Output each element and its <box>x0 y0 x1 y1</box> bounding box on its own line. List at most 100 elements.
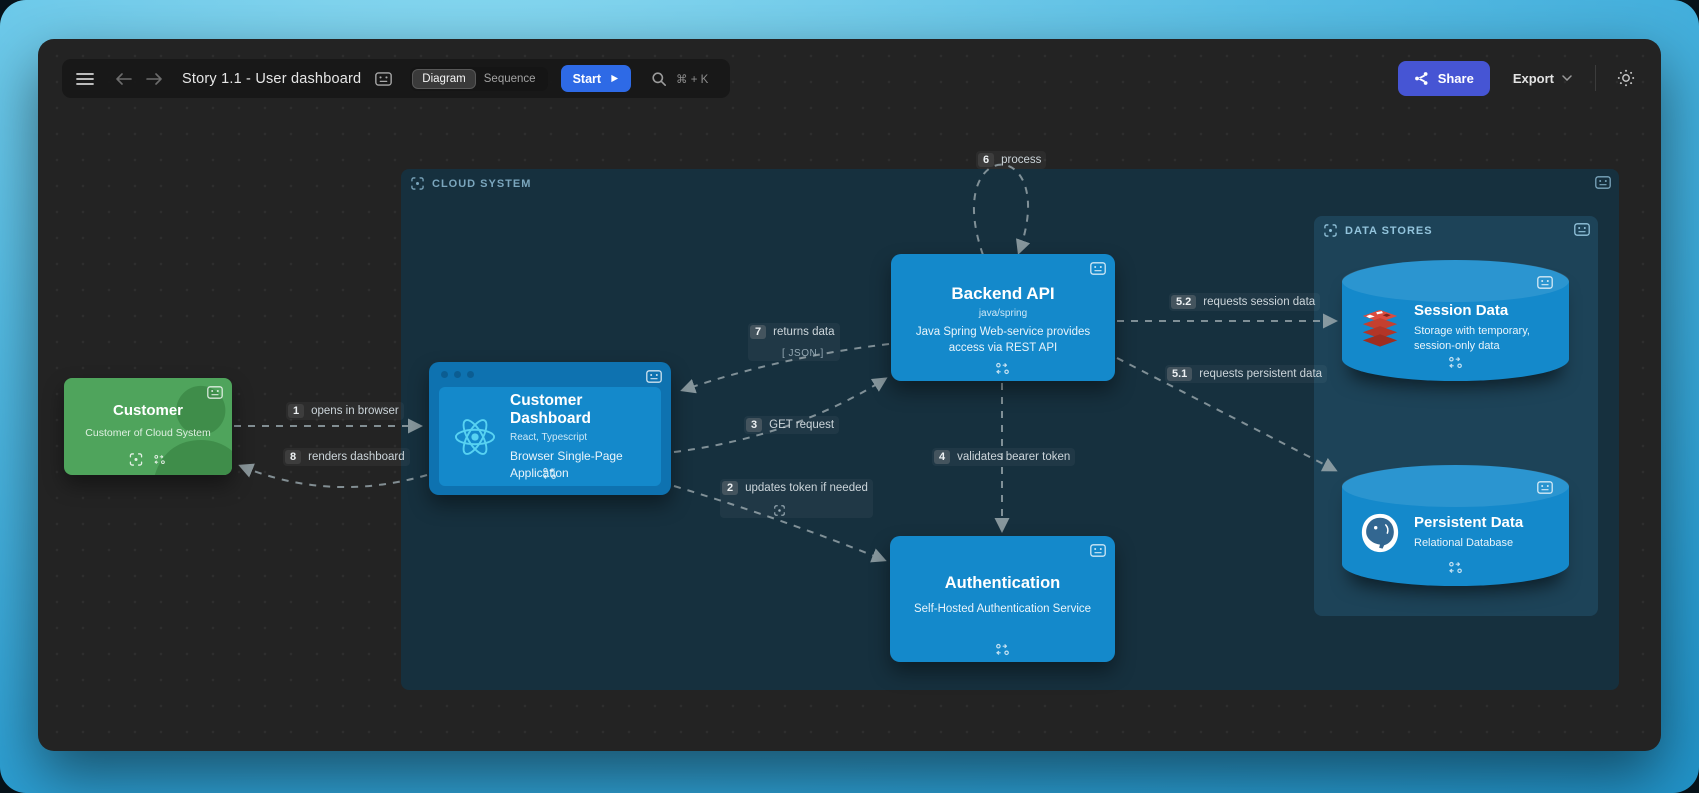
chevron-down-icon <box>1562 75 1572 81</box>
app-window: Story 1.1 - User dashboard Diagram Seque… <box>38 39 1661 751</box>
browser-window-dots <box>441 371 474 378</box>
start-button[interactable]: Start <box>560 65 632 92</box>
node-session-data[interactable]: Session Data Storage with temporary, ses… <box>1342 260 1569 381</box>
browser-content: Customer Dashboard React, Typescript Bro… <box>439 387 661 486</box>
search-icon[interactable] <box>651 71 667 87</box>
node-description: Self-Hosted Authentication Service <box>913 603 1092 615</box>
data-stores-label: DATA STORES <box>1345 224 1433 237</box>
focus-corners-icon <box>129 453 143 466</box>
edge-label-8[interactable]: 8 renders dashboard <box>283 448 410 466</box>
node-description: Browser Single-Page Application <box>510 449 623 480</box>
edge-label-5-1[interactable]: 5.1 requests persistent data <box>1165 365 1328 383</box>
node-title: Authentication <box>944 574 1061 592</box>
react-logo-icon <box>452 416 498 458</box>
edge-number: 8 <box>285 450 302 464</box>
edge-text: opens in browser <box>311 405 399 417</box>
edge-number: 1 <box>288 404 305 418</box>
redis-logo-icon <box>1358 307 1402 349</box>
play-icon <box>610 74 619 83</box>
sun-icon <box>1617 69 1635 87</box>
connections-icon <box>542 467 558 480</box>
id-card-icon[interactable] <box>1574 223 1590 236</box>
id-card-icon[interactable] <box>646 370 662 383</box>
node-title: Backend API <box>951 284 1055 303</box>
cylinder-lid <box>1342 465 1569 507</box>
data-stores-header: DATA STORES <box>1324 224 1433 237</box>
tab-diagram[interactable]: Diagram <box>413 69 475 88</box>
view-mode-segmented-control: Diagram Sequence <box>410 66 548 91</box>
search-shortcut: ⌘ + K <box>676 73 709 86</box>
topbar: Story 1.1 - User dashboard Diagram Seque… <box>62 59 730 98</box>
node-title: Customer Dashboard <box>510 392 591 428</box>
edge-number: 5.2 <box>1171 295 1197 309</box>
topbar-divider <box>1595 65 1596 91</box>
edge-label-1[interactable]: 1 opens in browser <box>286 402 404 420</box>
cloud-system-label: CLOUD SYSTEM <box>432 177 532 190</box>
id-card-icon[interactable] <box>375 71 393 86</box>
node-customer[interactable]: Customer Customer of Cloud System <box>64 378 232 475</box>
edge-number: 3 <box>746 418 763 432</box>
id-card-icon[interactable] <box>1090 262 1106 275</box>
edge-number: 5.1 <box>1167 367 1193 381</box>
node-backend-api[interactable]: Backend API java/spring Java Spring Web-… <box>891 254 1115 381</box>
node-description: Java Spring Web-service provides access … <box>915 326 1091 354</box>
node-technology: java/spring <box>978 308 1028 319</box>
cylinder-lid <box>1342 260 1569 302</box>
connections-icon <box>1448 561 1464 574</box>
focus-corners-icon <box>774 505 785 516</box>
edge-label-4[interactable]: 4 validates bearer token <box>932 448 1076 466</box>
edge-label-6[interactable]: 6 process <box>976 151 1047 169</box>
export-button[interactable]: Export <box>1505 65 1580 92</box>
cylinder-content: Persistent Data Relational Database <box>1342 465 1569 586</box>
topbar-actions: Share Export <box>1397 60 1641 96</box>
node-description: Relational Database <box>1414 537 1514 550</box>
export-button-label: Export <box>1512 70 1554 86</box>
forward-arrow-icon[interactable] <box>146 72 162 85</box>
edge-label-2[interactable]: 2 updates token if needed <box>720 479 873 518</box>
edge-label-7[interactable]: 7 returns data [ JSON ] <box>748 323 840 361</box>
tab-sequence[interactable]: Sequence <box>483 72 536 85</box>
edge-text: requests session data <box>1203 296 1316 308</box>
node-description: Storage with temporary, session-only dat… <box>1414 324 1530 352</box>
postgresql-logo-icon <box>1358 512 1402 554</box>
id-card-icon[interactable] <box>1595 176 1611 189</box>
edge-8-renders-dashboard <box>238 463 428 489</box>
id-card-icon[interactable] <box>1537 481 1553 494</box>
back-arrow-icon[interactable] <box>116 72 132 85</box>
cloud-system-header: CLOUD SYSTEM <box>411 177 531 190</box>
share-button[interactable]: Share <box>1397 60 1490 96</box>
id-card-icon[interactable] <box>1537 276 1553 289</box>
connections-icon <box>995 643 1011 656</box>
edge-text: returns data <box>773 326 835 338</box>
focus-corners-icon <box>411 177 424 190</box>
node-customer-dashboard[interactable]: Customer Dashboard React, Typescript Bro… <box>429 362 671 495</box>
connections-icon <box>995 362 1011 375</box>
focus-corners-icon <box>1324 224 1337 237</box>
edge-text: process <box>1001 154 1042 166</box>
edge-label-3[interactable]: 3 GET request <box>744 416 840 434</box>
node-persistent-data[interactable]: Persistent Data Relational Database <box>1342 465 1569 586</box>
node-description: Customer of Cloud System <box>85 427 211 439</box>
id-card-icon[interactable] <box>1090 544 1106 557</box>
node-title: Persistent Data <box>1414 514 1524 532</box>
connections-icon <box>154 453 167 466</box>
edge-number: 7 <box>750 325 767 339</box>
node-authentication[interactable]: Authentication Self-Hosted Authenticatio… <box>890 536 1115 662</box>
edge-text: GET request <box>769 419 835 431</box>
edge-subtext: [ JSON ] <box>782 348 824 359</box>
edge-label-5-2[interactable]: 5.2 requests session data <box>1169 293 1321 311</box>
connections-icon <box>1448 356 1464 369</box>
share-nodes-icon <box>1414 71 1429 86</box>
node-title: Session Data <box>1414 301 1509 319</box>
id-card-icon[interactable] <box>207 386 223 399</box>
edge-number: 6 <box>978 153 995 167</box>
hamburger-menu-icon[interactable] <box>76 72 94 86</box>
edge-text: updates token if needed <box>745 482 868 494</box>
customer-footer-icons <box>129 453 167 466</box>
edge-text: requests persistent data <box>1199 368 1323 380</box>
start-button-label: Start <box>572 71 602 86</box>
theme-toggle-button[interactable] <box>1611 63 1641 93</box>
edge-number: 2 <box>722 481 739 495</box>
edge-text: renders dashboard <box>308 451 405 463</box>
